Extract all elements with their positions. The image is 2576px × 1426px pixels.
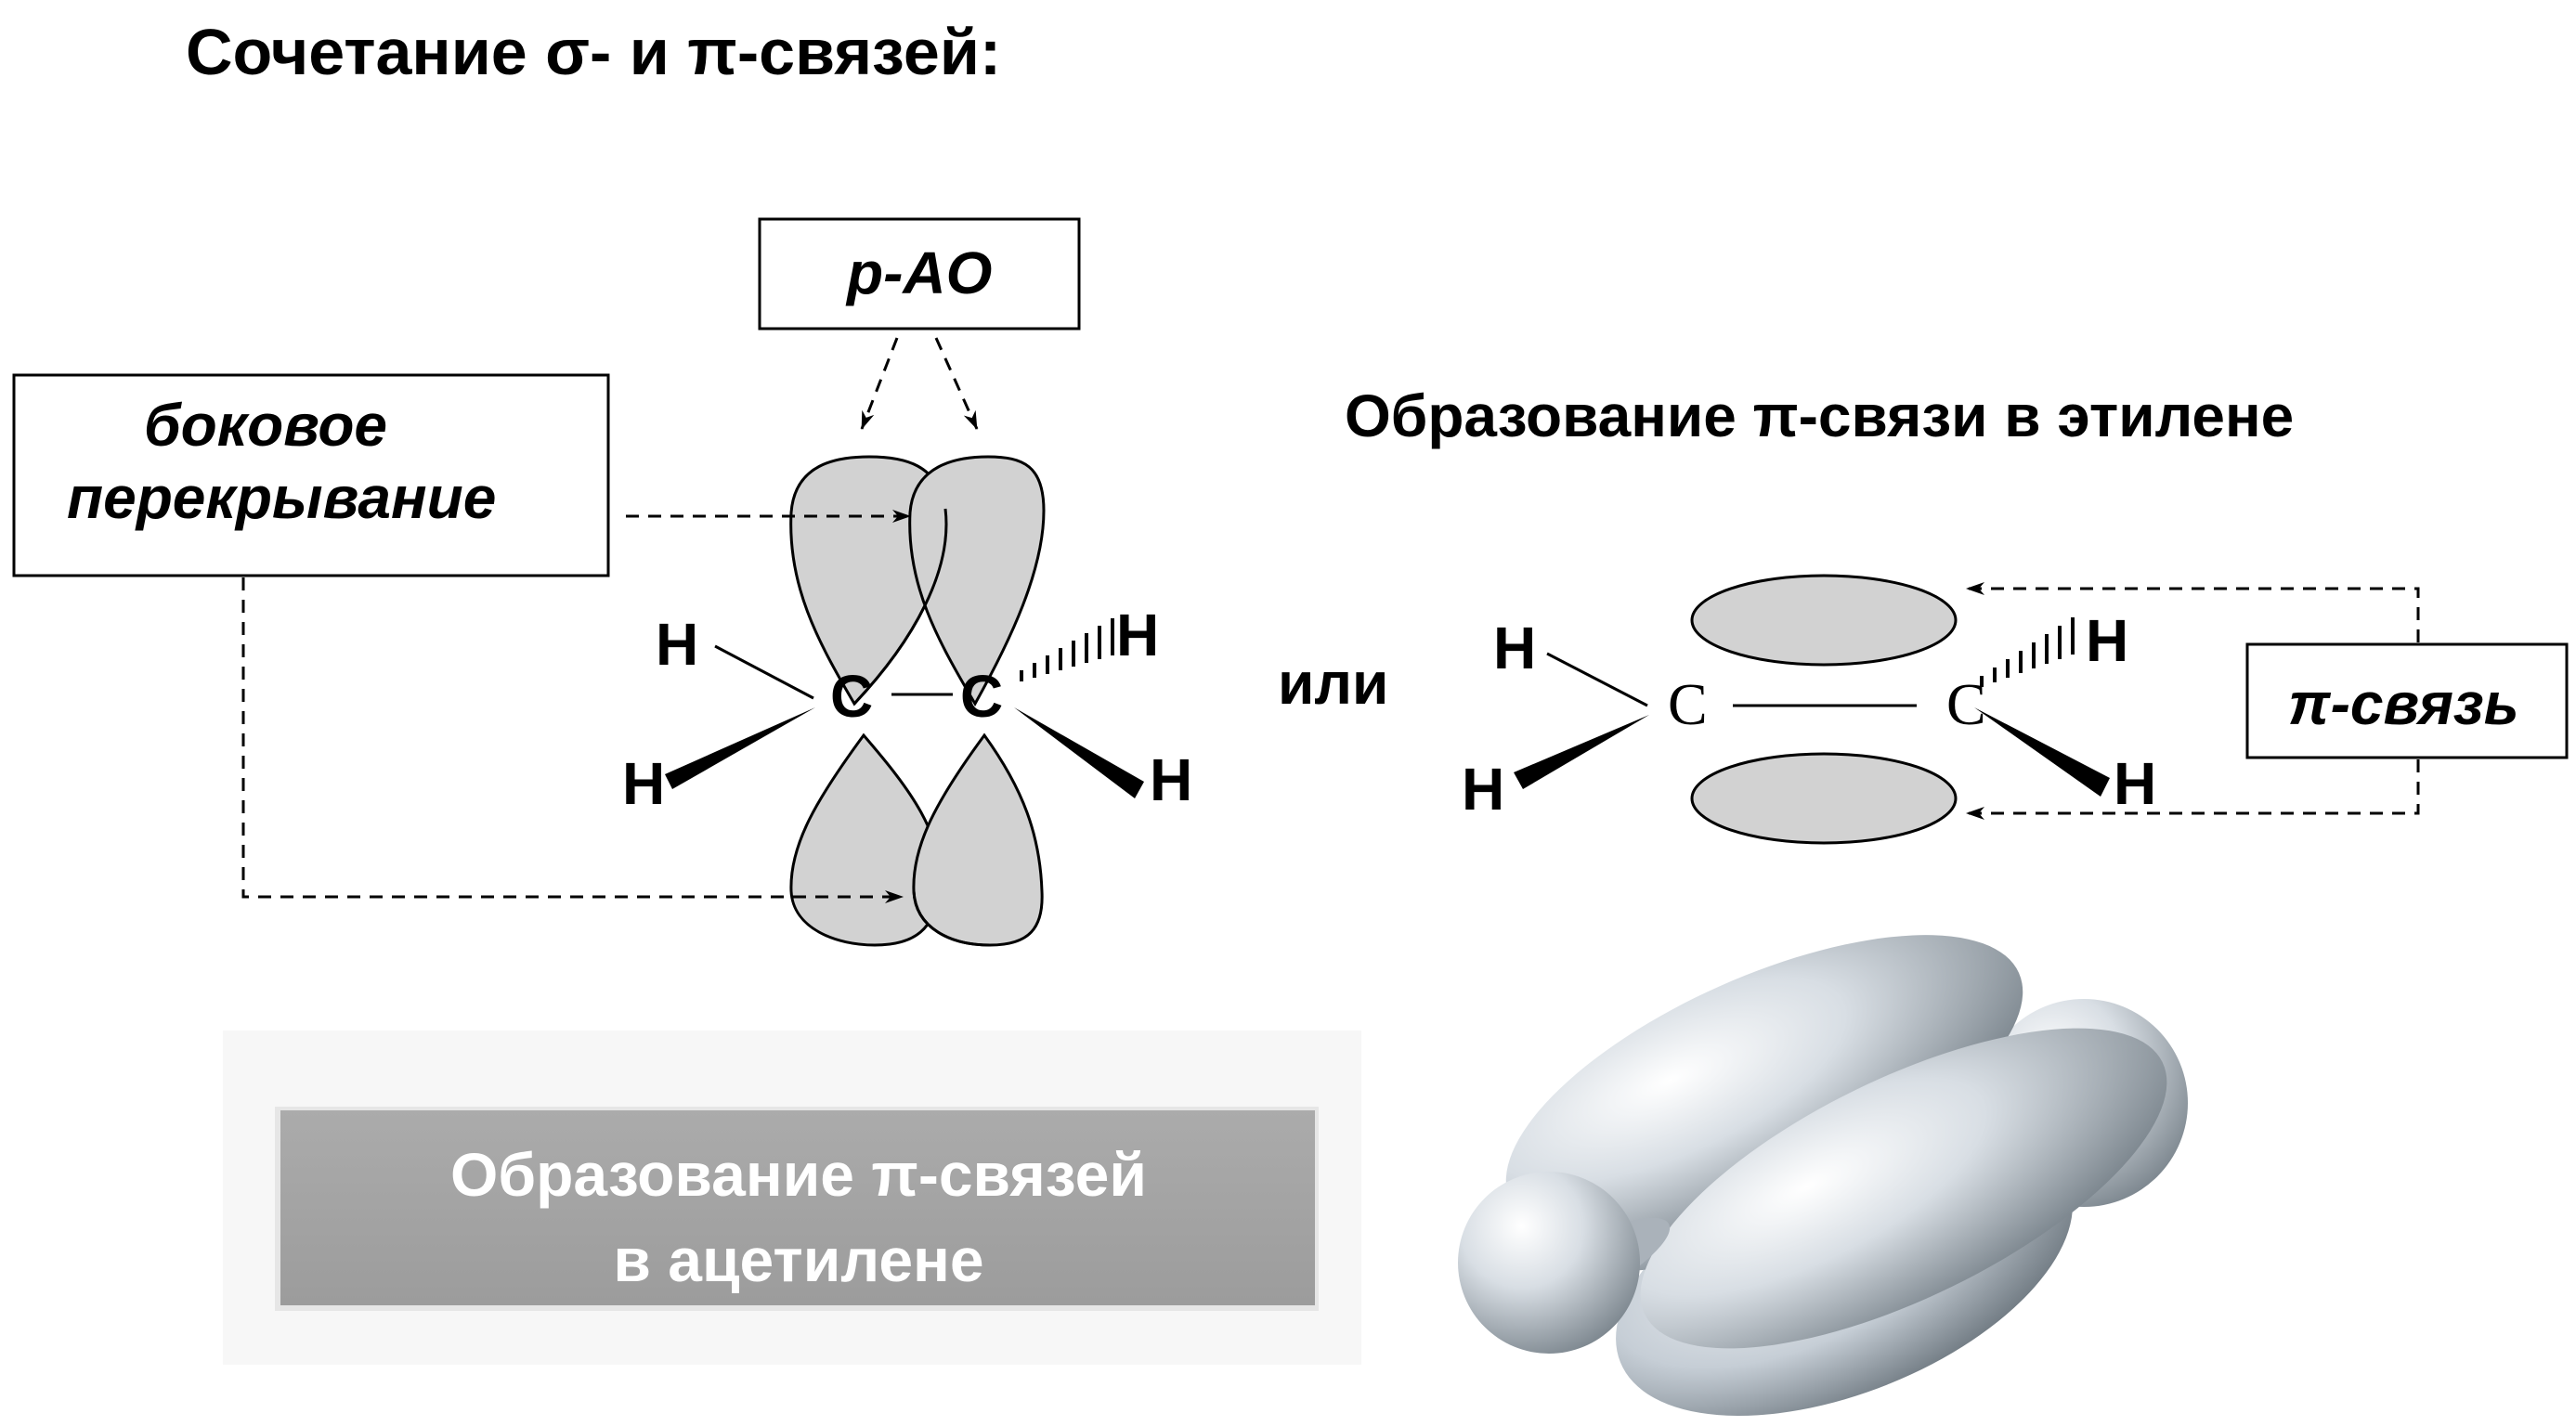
- c-atom: C: [1946, 671, 1986, 737]
- acetylene-button-label-line1: Образование π-связей: [450, 1140, 1147, 1209]
- h-atom: H: [2086, 607, 2128, 674]
- acetylene-3d-orbital-model: [1458, 935, 2188, 1416]
- or-label: или: [1278, 650, 1388, 717]
- h-atom: H: [1150, 746, 1192, 813]
- h-atom: H: [1493, 615, 1536, 681]
- h-atom: H: [2114, 750, 2156, 817]
- pi-bond-label-box: π-связь: [2245, 642, 2569, 759]
- c-atom: C: [1668, 671, 1708, 737]
- p-ao-label: p-AO: [845, 240, 992, 306]
- h-atom: H: [1116, 602, 1159, 668]
- lobe-outline-overlap: [852, 508, 991, 947]
- wedge-bond-bottom-right: [1014, 707, 1144, 798]
- p-ao-label-box: p-AO: [758, 217, 1081, 331]
- wedge-bond-bottom-left: [665, 707, 815, 789]
- h-atom: H: [1462, 756, 1504, 823]
- side-overlap-label-line2: перекрывание: [67, 464, 496, 531]
- side-overlap-label-box: боковое перекрывание: [12, 373, 610, 577]
- p-orbital-lower-lobe-b: [912, 732, 1044, 947]
- p-orbital-upper-lobe-b: [908, 455, 1046, 707]
- acetylene-pi-bonds-button[interactable]: Образование π-связей в ацетилене: [223, 1031, 1361, 1365]
- wedge-bond-bottom-left: [1514, 715, 1649, 789]
- dashed-arrows-right: [1966, 582, 2420, 820]
- c-atom: C: [960, 663, 1003, 730]
- acetylene-button-label-line2: в ацетилене: [613, 1225, 983, 1294]
- hashed-bond-top-right: [1020, 618, 1114, 681]
- left-molecule-bonds: [665, 618, 1144, 798]
- pi-lobe-top: [1690, 574, 1958, 667]
- c-atom: C: [830, 663, 873, 730]
- wedge-bond-bottom-right: [1974, 707, 2110, 797]
- p-orbital-lower-lobe-a: [789, 732, 943, 947]
- pi-lobe-bottom: [1690, 752, 1958, 845]
- pi-bond-label: π-связь: [2288, 670, 2519, 737]
- p-orbital-lobes-left: [789, 455, 1046, 947]
- page-title: Сочетание σ- и π-связей:: [186, 16, 1001, 88]
- right-molecule-bonds: [1514, 617, 2110, 797]
- dashed-arrows-left: [241, 337, 979, 903]
- ethylene-title: Образование π-связи в этилене: [1345, 382, 2294, 449]
- hashed-bond-top-right: [1980, 617, 2075, 687]
- h-atom: H: [622, 750, 665, 817]
- h-atom: H: [656, 611, 698, 678]
- side-overlap-label-line1: боковое: [144, 392, 387, 459]
